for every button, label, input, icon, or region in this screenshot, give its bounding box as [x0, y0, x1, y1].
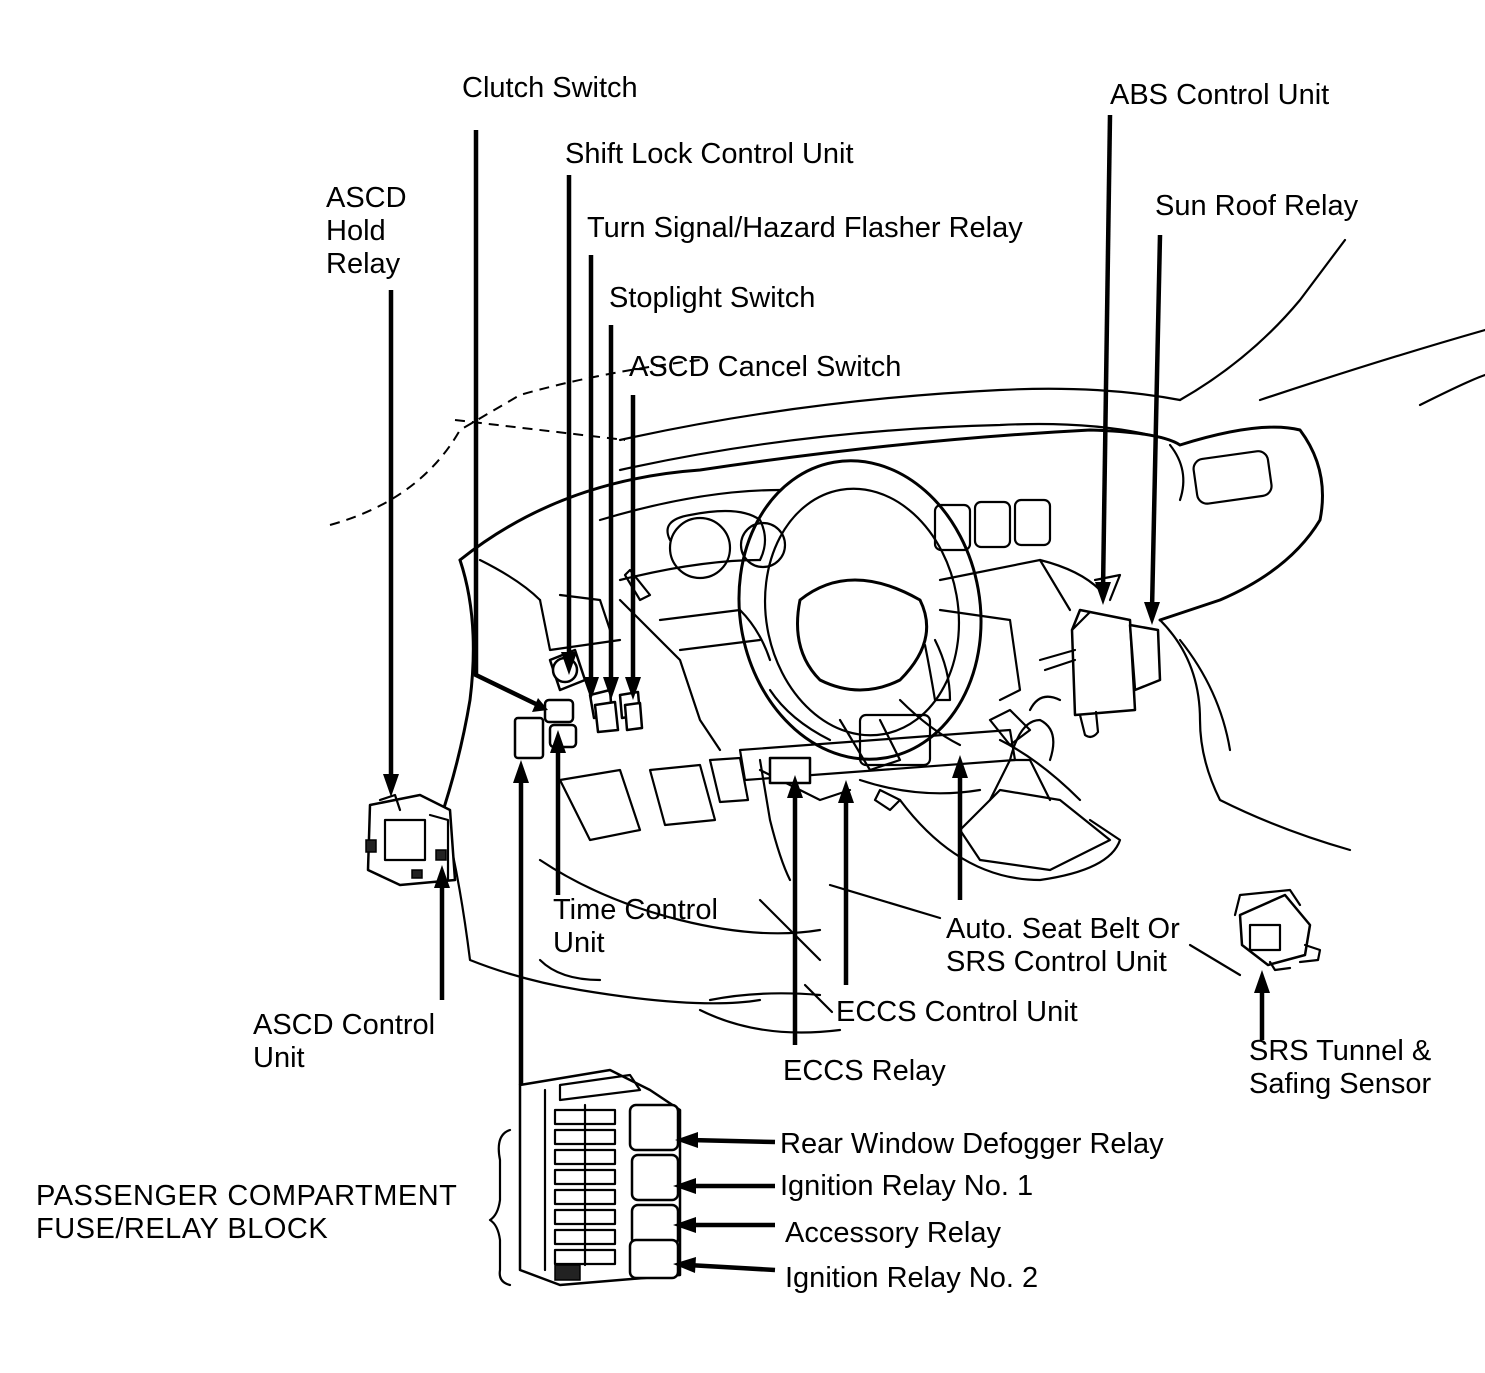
label-time-control-unit: Time Control Unit — [553, 894, 718, 960]
label-time-control-unit-line-2: Unit — [553, 927, 605, 959]
label-srs-tunnel-line-2: Safing Sensor — [1249, 1068, 1432, 1100]
label-stoplight-switch: Stoplight Switch — [609, 282, 816, 314]
label-abs-control-unit: ABS Control Unit — [1110, 79, 1330, 111]
label-fuse-block-line-2: FUSE/RELAY BLOCK — [36, 1213, 329, 1245]
label-ascd-cancel-switch: ASCD Cancel Switch — [629, 351, 902, 383]
label-rear-window-defogger-relay: Rear Window Defogger Relay — [780, 1128, 1164, 1160]
label-ascd-control-unit-line-1: ASCD Control — [253, 1009, 436, 1041]
label-srs-tunnel-line-1: SRS Tunnel & — [1249, 1035, 1432, 1067]
label-ascd-hold-relay-line-3: Relay — [326, 248, 401, 280]
label-ascd-control-unit: ASCD Control Unit — [253, 1009, 435, 1075]
label-turn-signal-hazard-flasher-relay: Turn Signal/Hazard Flasher Relay — [587, 212, 1023, 244]
label-passenger-compartment-fuse-relay-block: PASSENGER COMPARTMENT FUSE/RELAY BLOCK — [36, 1180, 457, 1246]
label-accessory-relay: Accessory Relay — [785, 1217, 1001, 1249]
label-srs-tunnel-safing-sensor: SRS Tunnel & Safing Sensor — [1249, 1035, 1431, 1101]
label-auto-seat-belt-line-2: SRS Control Unit — [946, 946, 1167, 978]
label-auto-seat-belt-line-1: Auto. Seat Belt Or — [946, 913, 1180, 945]
label-auto-seat-belt-srs-control-unit: Auto. Seat Belt Or SRS Control Unit — [946, 913, 1180, 979]
label-sun-roof-relay: Sun Roof Relay — [1155, 190, 1359, 222]
label-ascd-control-unit-line-2: Unit — [253, 1042, 305, 1074]
label-fuse-block-line-1: PASSENGER COMPARTMENT — [36, 1180, 458, 1212]
label-ascd-hold-relay-line-2: Hold — [326, 215, 386, 247]
label-clutch-switch: Clutch Switch — [462, 72, 638, 104]
label-eccs-relay: ECCS Relay — [783, 1055, 946, 1087]
label-ascd-hold-relay: ASCD Hold Relay — [326, 182, 407, 281]
label-ignition-relay-no-2: Ignition Relay No. 2 — [785, 1262, 1039, 1294]
label-eccs-control-unit: ECCS Control Unit — [836, 996, 1078, 1028]
label-time-control-unit-line-1: Time Control — [553, 894, 718, 926]
label-ascd-hold-relay-line-1: ASCD — [326, 182, 407, 214]
label-ignition-relay-no-1: Ignition Relay No. 1 — [780, 1170, 1034, 1202]
label-shift-lock-control-unit: Shift Lock Control Unit — [565, 138, 854, 170]
